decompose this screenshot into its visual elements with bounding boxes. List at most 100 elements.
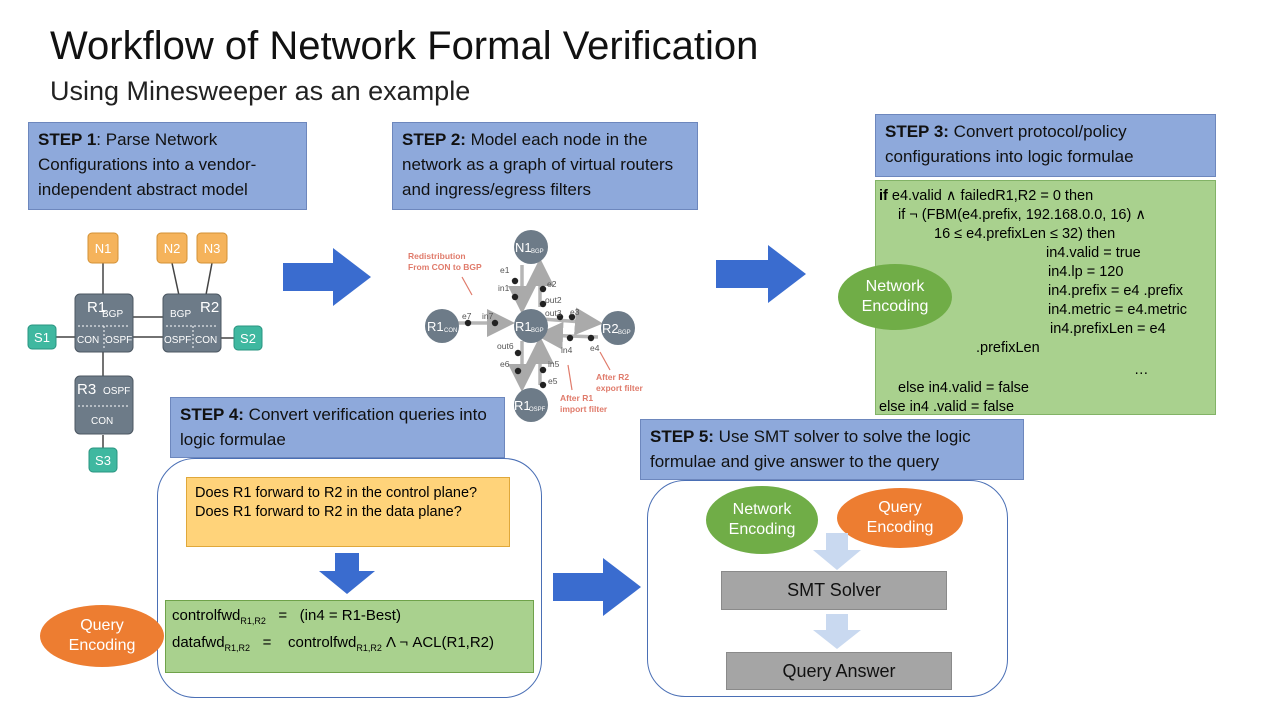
edge-out6: out6 bbox=[497, 341, 514, 351]
graph-node-r1-bgp: R1 BGP bbox=[514, 309, 548, 343]
edge-e4: e4 bbox=[590, 343, 600, 353]
network-encoding-badge-step5: Network Encoding bbox=[706, 486, 818, 554]
annotation-r1-import-2: import filter bbox=[560, 404, 608, 414]
node-r2-ospf: OSPF bbox=[164, 335, 191, 346]
graph-node-r1-ospf: R1 OSPF bbox=[514, 388, 548, 422]
graph-node-r1bgp-sub: BGP bbox=[531, 328, 544, 334]
step-1-label: STEP 1 bbox=[38, 130, 97, 149]
edge-e3: e3 bbox=[570, 307, 580, 317]
graph-node-n1-label: N1 bbox=[515, 240, 532, 255]
node-r2: R2 BGP OSPF CON bbox=[162, 293, 222, 353]
node-r1-label: R1 bbox=[87, 299, 106, 316]
logic-line-11: else in4.valid = false bbox=[898, 380, 1029, 396]
node-s1: S1 bbox=[27, 324, 57, 350]
arrow-step1-to-step2 bbox=[283, 248, 371, 306]
node-r1-con: CON bbox=[77, 335, 99, 346]
node-n3: N3 bbox=[196, 232, 228, 264]
page-title: Workflow of Network Formal Verification bbox=[50, 24, 759, 68]
annotation-r1-import-1: After R1 bbox=[560, 393, 593, 403]
graph-node-r2bgp-label: R2 bbox=[602, 321, 619, 336]
qformula-2-lhs: datafwd bbox=[172, 634, 225, 651]
node-s1-label: S1 bbox=[34, 330, 50, 345]
query-encoding-badge-step5: Query Encoding bbox=[837, 488, 963, 548]
qformula-1-sub: R1,R2 bbox=[240, 616, 266, 626]
edge-in4: in4 bbox=[561, 345, 573, 355]
step-5-label: STEP 5: bbox=[650, 427, 714, 446]
network-topology-diagram: N1 N2 N3 R1 BGP CON OSPF R2 BGP OSPF CON… bbox=[27, 232, 263, 473]
node-s3: S3 bbox=[88, 447, 118, 473]
edge-in7: in7 bbox=[482, 311, 494, 321]
node-n2-label: N2 bbox=[164, 241, 181, 256]
node-n2: N2 bbox=[156, 232, 188, 264]
step-1-box: STEP 1: Parse Network Configurations int… bbox=[28, 122, 307, 210]
node-n1-label: N1 bbox=[95, 241, 112, 256]
virtual-router-graph: e1 in1 e2 out2 e3 out3 e7 in7 out6 e6 in… bbox=[408, 230, 643, 422]
node-r3-con: CON bbox=[91, 416, 113, 427]
annotation-redistribution-2: From CON to BGP bbox=[408, 262, 482, 272]
node-r1-ospf: OSPF bbox=[105, 335, 132, 346]
edge-in1: in1 bbox=[498, 283, 510, 293]
logic-line-3: 16 ≤ e4.prefixLen ≤ 32) then bbox=[934, 226, 1116, 242]
logic-line-2: if ¬ (FBM(e4.prefix, 192.168.0.0, 16) ∧ bbox=[898, 207, 1146, 223]
graph-node-r2-bgp: R2 BGP bbox=[601, 311, 635, 345]
graph-node-r1-con: R1 CON bbox=[425, 309, 459, 343]
node-r2-con: CON bbox=[195, 335, 217, 346]
step-1-text: : Parse Network Configurations into a ve… bbox=[38, 130, 257, 199]
logic-line-5: in4.lp = 120 bbox=[1048, 264, 1124, 280]
qformula-2-rhs: = controlfwd bbox=[250, 634, 357, 651]
query-encoding-label: Query Encoding bbox=[68, 617, 136, 654]
step-3-box: STEP 3: Convert protocol/policy configur… bbox=[875, 114, 1216, 177]
step-4-text: Convert verification queries into logic … bbox=[180, 405, 487, 449]
edge-e1: e1 bbox=[500, 265, 510, 275]
node-s2: S2 bbox=[233, 325, 263, 351]
graph-node-n1-bgp: N1 BGP bbox=[514, 230, 548, 264]
arrow-step2-to-step3 bbox=[716, 245, 806, 303]
graph-node-r1con-label: R1 bbox=[427, 319, 444, 334]
query-encoding-label-5: Query Encoding bbox=[866, 499, 934, 536]
smt-solver-box: SMT Solver bbox=[721, 571, 947, 610]
page-subtitle: Using Minesweeper as an example bbox=[50, 76, 471, 106]
graph-node-n1-sub: BGP bbox=[531, 249, 544, 255]
graph-node-r2bgp-sub: BGP bbox=[618, 330, 631, 336]
query-control-plane: Does R1 forward to R2 in the control pla… bbox=[195, 485, 478, 501]
step-2-text: Model each node in the network as a grap… bbox=[402, 130, 674, 199]
edge-out2: out2 bbox=[545, 295, 562, 305]
edge-e5: e5 bbox=[548, 376, 558, 386]
node-r1-bgp: BGP bbox=[102, 309, 123, 320]
logic-line-8: in4.prefixLen = e4 bbox=[1050, 321, 1166, 337]
step-3-text: Convert protocol/policy configurations i… bbox=[885, 122, 1134, 166]
logic-line-6: in4.prefix = e4 .prefix bbox=[1048, 283, 1184, 299]
step-2-label: STEP 2: bbox=[402, 130, 466, 149]
query-answer-label: Query Answer bbox=[782, 660, 896, 681]
qformula-1-rhs: = (in4 = R1-Best) bbox=[265, 607, 401, 624]
edge-in5: in5 bbox=[548, 359, 560, 369]
down-arrow-to-smt bbox=[813, 533, 861, 570]
logic-line-9: .prefixLen bbox=[976, 340, 1040, 356]
logic-line-7: in4.metric = e4.metric bbox=[1048, 302, 1188, 318]
arrow-step4-to-step5 bbox=[553, 558, 641, 616]
query-answer-box: Query Answer bbox=[726, 652, 952, 690]
annotation-r2-export-2: export filter bbox=[596, 383, 643, 393]
qformula-1-lhs: controlfwd bbox=[172, 607, 241, 624]
step-5-box: STEP 5: Use SMT solver to solve the logi… bbox=[640, 419, 1024, 480]
node-n1: N1 bbox=[87, 232, 119, 264]
graph-node-r1bgp-label: R1 bbox=[515, 319, 532, 334]
query-logic-formulae: controlfwdR1,R2 = (in4 = R1-Best) datafw… bbox=[165, 600, 534, 673]
edge-e7: e7 bbox=[462, 311, 472, 321]
node-r3-ospf: OSPF bbox=[103, 386, 130, 397]
graph-node-r1con-sub: CON bbox=[444, 328, 457, 334]
edge-out3: out3 bbox=[545, 308, 562, 318]
qformula-2-sub2: R1,R2 bbox=[356, 643, 382, 653]
network-encoding-label-5: Network Encoding bbox=[728, 501, 796, 538]
node-r1: R1 BGP CON OSPF bbox=[74, 293, 134, 353]
logic-line-12: else in4 .valid = false bbox=[879, 399, 1015, 415]
graph-node-r1ospf-label: R1 bbox=[514, 398, 531, 413]
graph-node-r1ospf-sub: OSPF bbox=[529, 407, 546, 413]
verification-queries-box: Does R1 forward to R2 in the control pla… bbox=[186, 477, 510, 547]
smt-solver-label: SMT Solver bbox=[787, 580, 881, 600]
annotation-redistribution-1: Redistribution bbox=[408, 251, 466, 261]
query-data-plane: Does R1 forward to R2 in the data plane? bbox=[195, 504, 462, 520]
step-3-label: STEP 3: bbox=[885, 122, 949, 141]
edge-e6: e6 bbox=[500, 359, 510, 369]
node-r3-label: R3 bbox=[77, 381, 96, 398]
